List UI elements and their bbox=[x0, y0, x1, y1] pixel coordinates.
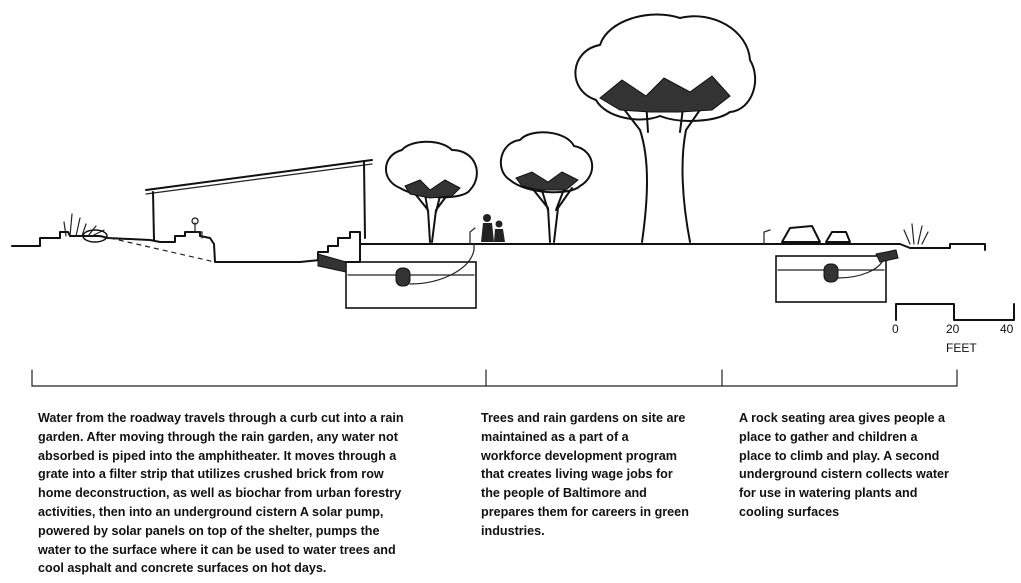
tree-large bbox=[574, 13, 757, 243]
scale-bar bbox=[895, 303, 1015, 321]
description-rock-seating: A rock seating area gives people a place… bbox=[739, 411, 949, 519]
rain-garden-grasses-right bbox=[903, 223, 929, 245]
solar-pump-right bbox=[823, 263, 839, 283]
people-walking bbox=[469, 214, 505, 245]
shelter-post-right bbox=[363, 161, 366, 239]
pump-pipe-left bbox=[409, 243, 475, 285]
solar-pump-left bbox=[395, 267, 411, 287]
scale-tick-0: 0 bbox=[892, 322, 899, 336]
rain-garden-grasses-left bbox=[63, 213, 105, 237]
rain-garden-shrub-left bbox=[82, 229, 108, 243]
seating-rock-2 bbox=[825, 231, 851, 243]
solar-pump-right-post bbox=[763, 229, 771, 245]
seating-rock-1 bbox=[781, 225, 821, 243]
cistern-left bbox=[345, 261, 477, 309]
tree-small-2 bbox=[500, 131, 594, 243]
description-workforce: Trees and rain gardens on site are maint… bbox=[481, 411, 689, 538]
shelter-post-left bbox=[152, 191, 155, 241]
seated-person bbox=[191, 217, 203, 239]
filter-strip-gravel bbox=[317, 253, 347, 273]
ground-line-step bbox=[317, 231, 361, 261]
cistern-right bbox=[775, 255, 887, 303]
gravel-right bbox=[875, 249, 899, 263]
shelter-roof bbox=[145, 159, 373, 191]
zone-bracket bbox=[31, 369, 958, 387]
shelter-roof-edge bbox=[145, 163, 373, 195]
scale-tick-20: 20 bbox=[946, 322, 960, 336]
pump-pipe-right bbox=[837, 257, 885, 279]
ground-line bbox=[11, 231, 986, 263]
tree-small-1 bbox=[385, 140, 478, 243]
description-stormwater: Water from the roadway travels through a… bbox=[38, 411, 404, 576]
scale-tick-40: 40 bbox=[1000, 322, 1014, 336]
scale-unit-label: FEET bbox=[946, 341, 977, 355]
